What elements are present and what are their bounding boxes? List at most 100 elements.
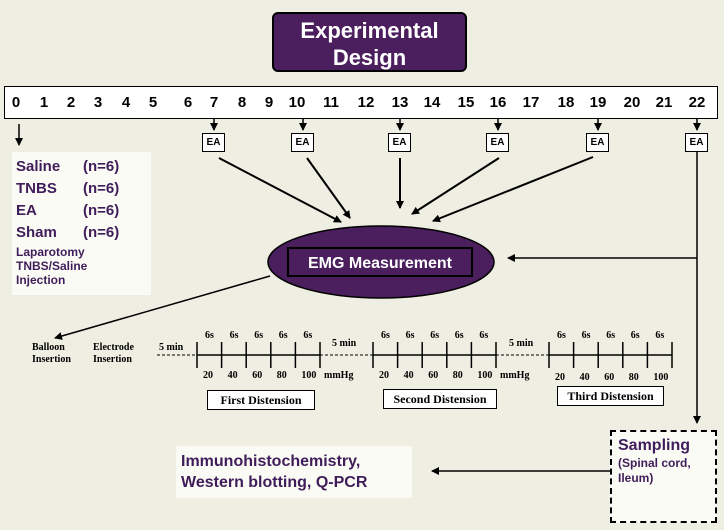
pressure-label: 80	[452, 370, 463, 381]
timeline-day: 21	[655, 94, 673, 111]
pressure-label: 40	[227, 370, 238, 381]
distension-protocol	[157, 342, 673, 368]
step-duration-label: 6s	[655, 330, 665, 341]
interval-label: 5 min	[509, 338, 534, 349]
step-duration-label: 6s	[229, 330, 239, 341]
title-line1: Experimental	[300, 18, 439, 43]
step-duration-label: 6s	[630, 330, 640, 341]
pressure-label: 20	[379, 370, 389, 381]
timeline-day: 14	[423, 94, 441, 111]
second-distension: Second Distension	[383, 389, 497, 409]
electrode-insertion: Electrode Insertion	[93, 342, 134, 366]
ea-box: EA	[388, 133, 411, 152]
timeline-day: 5	[148, 94, 158, 111]
group-row: Saline (n=6)	[16, 158, 119, 175]
timeline-day: 11	[323, 94, 339, 111]
step-duration-label: 6s	[606, 330, 616, 341]
timeline-day: 12	[357, 94, 375, 111]
group-count: (n=6)	[83, 202, 120, 219]
step-duration-label: 6s	[303, 330, 313, 341]
timeline-day: 10	[288, 94, 306, 111]
step-duration-label: 6s	[430, 330, 440, 341]
assays-box: Immunohistochemistry, Western blotting, …	[176, 446, 412, 498]
third-distension: Third Distension	[557, 386, 664, 406]
group-row: TNBS (n=6)	[16, 180, 119, 197]
ea-box: EA	[685, 133, 708, 152]
timeline-day: 13	[391, 94, 409, 111]
step-duration-label: 6s	[381, 330, 390, 341]
timeline-day: 0	[11, 94, 21, 111]
emg-ellipse	[267, 225, 495, 299]
step-duration-label: 6s	[205, 330, 214, 341]
step-duration-label: 6s	[254, 330, 264, 341]
timeline-day: 19	[589, 94, 607, 111]
emg-measurement-label: EMG Measurement	[287, 247, 473, 277]
balloon-line2: Insertion	[32, 354, 71, 365]
step-duration-label: 6s	[557, 330, 566, 341]
balloon-line1: Balloon	[32, 342, 65, 353]
pressure-unit: mmHg	[324, 370, 354, 381]
step-duration-label: 6s	[454, 330, 464, 341]
pressure-label: 20	[203, 370, 213, 381]
day22-connector	[431, 152, 701, 475]
sampling-line2: Ileum)	[618, 471, 654, 485]
pressure-label: 100	[653, 372, 669, 383]
sampling-box: Sampling (Spinal cord, Ileum)	[610, 430, 717, 523]
timeline-day: 18	[557, 94, 575, 111]
pressure-label: 80	[628, 372, 639, 383]
group-name: EA	[16, 202, 37, 219]
ea-box: EA	[486, 133, 509, 152]
timeline-day: 20	[623, 94, 641, 111]
pressure-label: 60	[604, 372, 615, 383]
pressure-label: 100	[477, 370, 493, 381]
ea-box: EA	[291, 133, 314, 152]
pressure-label: 40	[579, 372, 590, 383]
procedure-line: Laparotomy	[16, 245, 85, 259]
ea-box: EA	[202, 133, 225, 152]
interval-label: 5 min	[159, 342, 184, 353]
step-duration-label: 6s	[278, 330, 288, 341]
procedure-line: Injection	[16, 273, 66, 287]
interval-label: 5 min	[332, 338, 357, 349]
timeline-day: 3	[93, 94, 103, 111]
timeline-bar	[4, 86, 718, 119]
group-row: Sham (n=6)	[16, 224, 119, 241]
ea-to-emg-arrows	[218, 156, 594, 223]
arrow-emg-to-balloon	[54, 275, 271, 340]
assays-line1: Immunohistochemistry,	[181, 453, 361, 470]
group-count: (n=6)	[83, 180, 120, 197]
group-count: (n=6)	[83, 158, 120, 175]
group-name: Sham	[16, 224, 57, 241]
timeline-day: 6	[183, 94, 193, 111]
pressure-label: 60	[428, 370, 439, 381]
timeline-day: 17	[522, 94, 540, 111]
timeline-day: 9	[264, 94, 274, 111]
group-row: EA (n=6)	[16, 202, 119, 219]
electrode-line1: Electrode	[93, 342, 134, 353]
title-box: Experimental Design	[272, 12, 467, 72]
pressure-label: 20	[555, 372, 565, 383]
timeline-day: 2	[66, 94, 76, 111]
timeline-day: 4	[121, 94, 131, 111]
first-distension: First Distension	[207, 390, 315, 410]
timeline-day: 7	[209, 94, 219, 111]
timeline-day: 15	[457, 94, 475, 111]
timeline-day: 16	[489, 94, 507, 111]
assays-line2: Western blotting, Q-PCR	[181, 474, 368, 491]
group-count: (n=6)	[83, 224, 120, 241]
pressure-label: 80	[276, 370, 287, 381]
title-line2: Design	[332, 45, 407, 70]
pressure-unit: mmHg	[500, 370, 530, 381]
pressure-label: 100	[301, 370, 317, 381]
timeline-day: 22	[688, 94, 706, 111]
group-name: Saline	[16, 158, 61, 175]
group-name: TNBS	[16, 180, 57, 197]
step-duration-label: 6s	[581, 330, 591, 341]
electrode-line2: Insertion	[93, 354, 132, 365]
balloon-insertion: Balloon Insertion	[32, 342, 71, 366]
step-duration-label: 6s	[405, 330, 415, 341]
timeline-day: 1	[39, 94, 49, 111]
step-duration-label: 6s	[479, 330, 489, 341]
groups-panel: Saline (n=6) TNBS (n=6) EA (n=6) Sham (n…	[12, 152, 151, 295]
